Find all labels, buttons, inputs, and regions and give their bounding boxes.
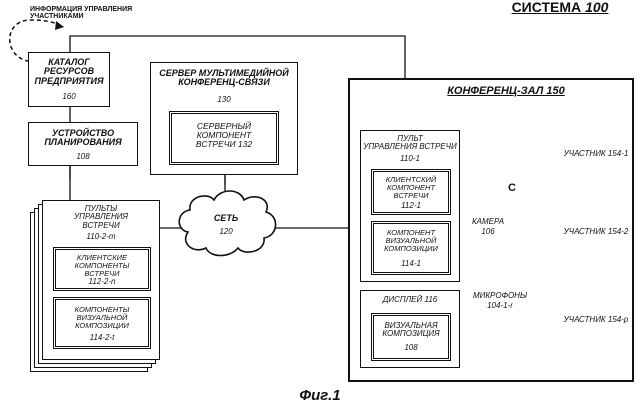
server-component-box: СЕРВЕРНЫЙ КОМПОНЕНТ ВСТРЕЧИ 132 — [169, 111, 279, 165]
console-title: ПУЛЬТ УПРАВЛЕНИЯ ВСТРЕЧИ — [363, 135, 457, 152]
participant-2-label: УЧАСТНИК 154-2 — [560, 228, 632, 236]
remote-number: 110-2-m — [45, 233, 157, 241]
display-number: 116 — [424, 295, 437, 304]
mics-title: МИКРОФОНЫ — [468, 292, 532, 300]
mics-number: 104-1-r — [468, 302, 532, 310]
display-title: ДИСПЛЕЙ — [383, 295, 422, 304]
server-title: СЕРВЕР МУЛЬТИМЕДИЙНОЙ КОНФЕРЕНЦ-СВЯЗИ — [153, 69, 295, 88]
server-number: 130 — [153, 96, 295, 104]
system-label: СИСТЕМА 100 — [490, 0, 630, 15]
network-number: 120 — [206, 228, 246, 236]
catalog-box: КАТАЛОГ РЕСУРСОВ ПРЕДПРИЯТИЯ 160 — [28, 52, 110, 107]
console-visual-title: КОМПОНЕНТ ВИЗУАЛЬНОЙ КОМПОЗИЦИИ — [376, 229, 446, 253]
participant-3-label: УЧАСТНИК 154-p — [560, 316, 632, 324]
participant-1-label: УЧАСТНИК 154-1 — [560, 150, 632, 158]
room-title: КОНФЕРЕНЦ-ЗАЛ 150 — [426, 86, 586, 98]
composition-number: 108 — [376, 344, 446, 352]
info-label: ИНФОРМАЦИЯ УПРАВЛЕНИЯ УЧАСТНИКАМИ — [30, 6, 170, 21]
scheduler-number: 108 — [31, 153, 135, 161]
remote-client-title: КЛИЕНТСКИЕ КОМПОНЕНТЫ ВСТРЕЧИ — [58, 254, 146, 278]
console-client-title: КЛИЕНТСКИЙ КОМПОНЕНТ ВСТРЕЧИ — [376, 176, 446, 200]
console-number: 110-1 — [363, 155, 457, 163]
remote-client-box: КЛИЕНТСКИЕ КОМПОНЕНТЫ ВСТРЕЧИ 112-2-n — [53, 247, 151, 291]
remote-visual-title: КОМПОНЕНТЫ ВИЗУАЛЬНОЙ КОМПОЗИЦИИ — [58, 306, 146, 330]
catalog-number: 160 — [31, 93, 107, 101]
console-visual-box: КОМПОНЕНТ ВИЗУАЛЬНОЙ КОМПОЗИЦИИ 114-1 — [371, 221, 451, 275]
display-title-row: ДИСПЛЕЙ 116 — [363, 296, 457, 304]
console-visual-number: 114-1 — [376, 260, 446, 268]
figure-caption: Фиг.1 — [270, 388, 370, 404]
network-title: СЕТЬ — [206, 214, 246, 223]
catalog-title: КАТАЛОГ РЕСУРСОВ ПРЕДПРИЯТИЯ — [31, 58, 107, 86]
composition-box: ВИЗУАЛЬНАЯ КОМПОЗИЦИЯ 108 — [371, 313, 451, 361]
camera-letter: C — [505, 183, 519, 195]
scheduler-title: УСТРОЙСТВО ПЛАНИРОВАНИЯ — [31, 129, 135, 148]
remote-title: ПУЛЬТЫ УПРАВЛЕНИЯ ВСТРЕЧИ — [45, 205, 157, 230]
console-client-number: 112-1 — [376, 202, 446, 210]
console-box: ПУЛЬТ УПРАВЛЕНИЯ ВСТРЕЧИ 110-1 КЛИЕНТСКИ… — [360, 130, 460, 282]
display-box: ДИСПЛЕЙ 116 ВИЗУАЛЬНАЯ КОМПОЗИЦИЯ 108 — [360, 290, 460, 368]
scheduler-box: УСТРОЙСТВО ПЛАНИРОВАНИЯ 108 — [28, 122, 138, 166]
server-component-title: СЕРВЕРНЫЙ КОМПОНЕНТ ВСТРЕЧИ 132 — [174, 122, 274, 149]
remote-visual-box: КОМПОНЕНТЫ ВИЗУАЛЬНОЙ КОМПОЗИЦИИ 114-2-t — [53, 297, 151, 349]
remote-client-number: 112-2-n — [58, 278, 146, 286]
camera-title: КАМЕРА — [468, 218, 508, 226]
console-client-box: КЛИЕНТСКИЙ КОМПОНЕНТ ВСТРЕЧИ 112-1 — [371, 169, 451, 215]
server-box: СЕРВЕР МУЛЬТИМЕДИЙНОЙ КОНФЕРЕНЦ-СВЯЗИ 13… — [150, 62, 298, 175]
composition-title: ВИЗУАЛЬНАЯ КОМПОЗИЦИЯ — [376, 322, 446, 339]
remote-consoles-box: ПУЛЬТЫ УПРАВЛЕНИЯ ВСТРЕЧИ 110-2-m КЛИЕНТ… — [42, 200, 160, 360]
remote-visual-number: 114-2-t — [58, 334, 146, 342]
camera-number: 106 — [468, 228, 508, 236]
